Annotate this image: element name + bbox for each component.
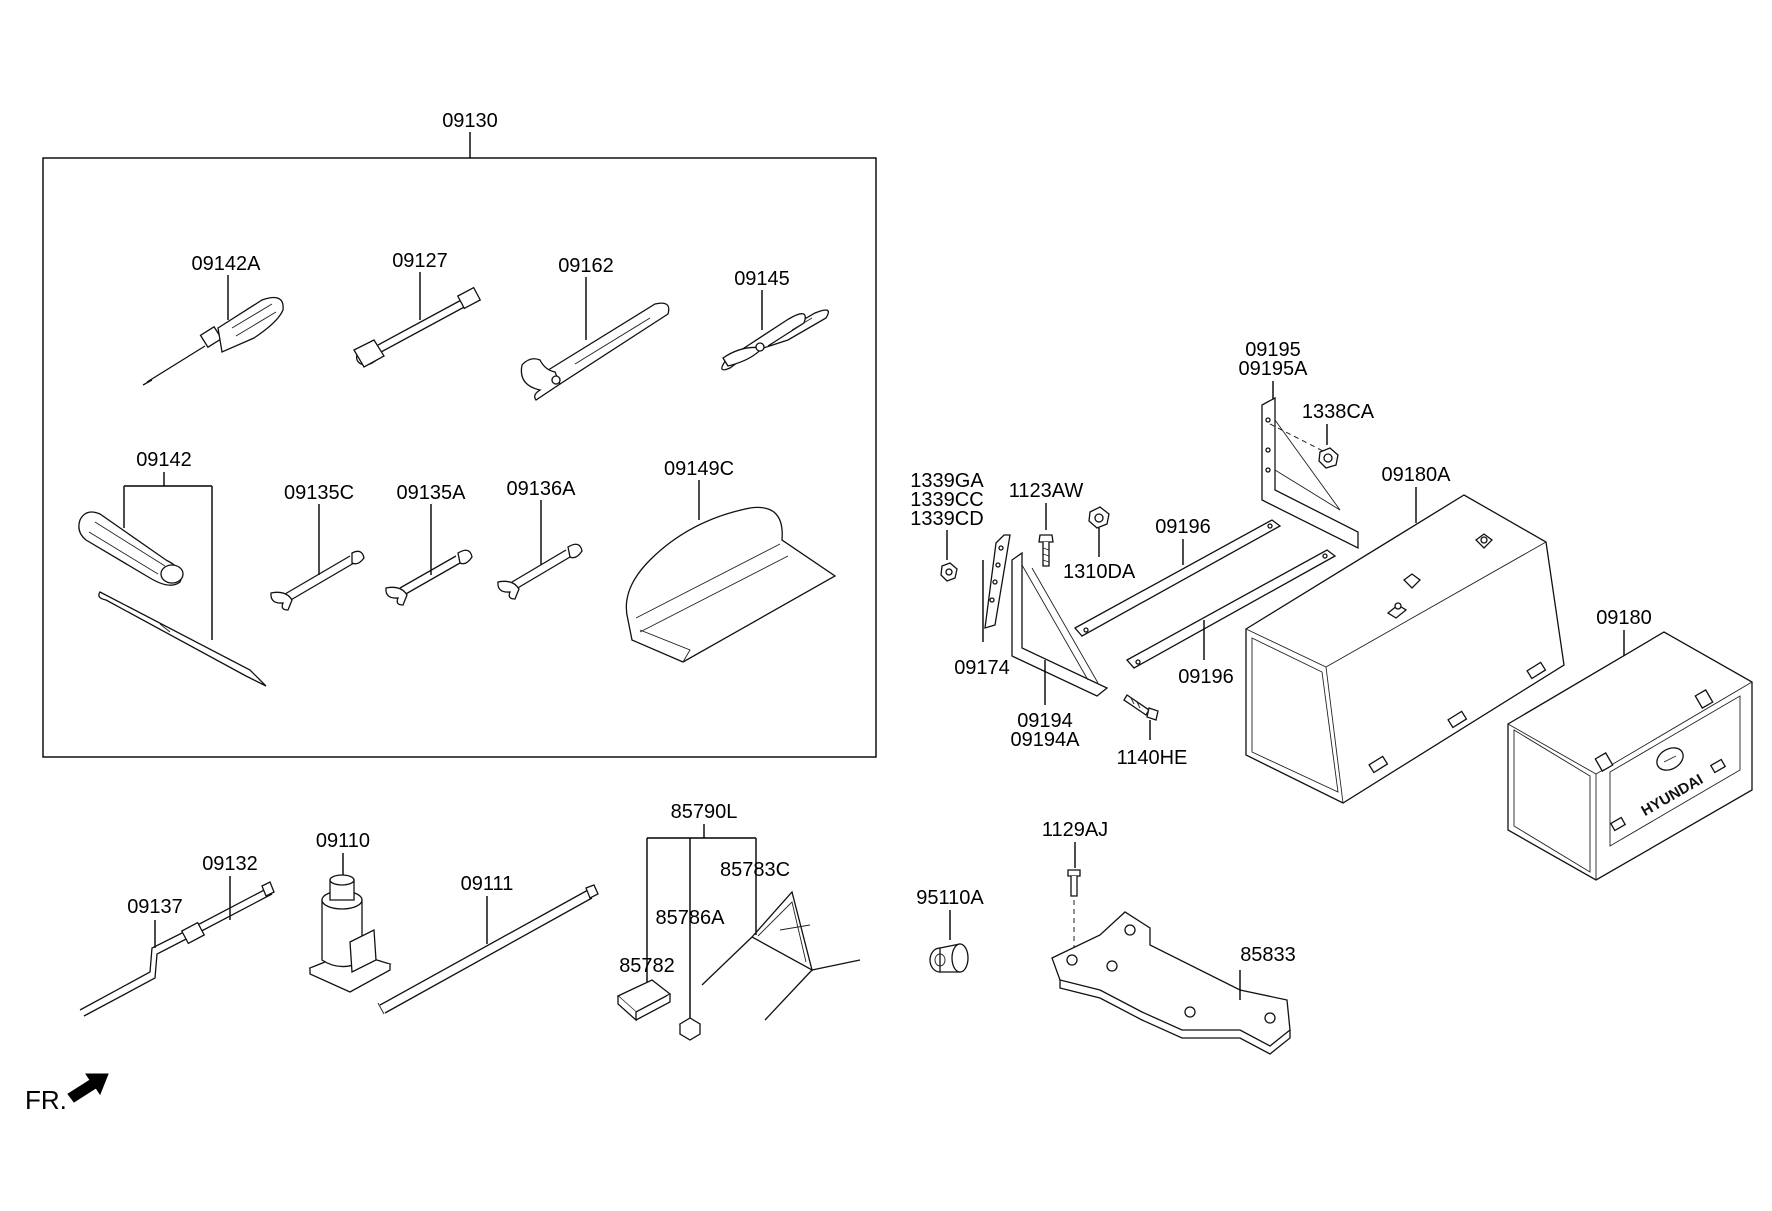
label-09195A: 09195A (1239, 358, 1309, 380)
label-09162: 09162 (558, 255, 614, 277)
bolt-1123AW-drawing: 1123AW (1009, 480, 1084, 567)
spanner-09136A-drawing: 09136A (497, 478, 583, 600)
front-arrow-icon (67, 1073, 109, 1103)
label-09149C: 09149C (664, 458, 734, 480)
pliers-drawing: 09145 (721, 268, 829, 371)
warning-triangle-set-drawing: 85790L 85783C 85786A 85782 (616, 801, 861, 1041)
socket-wrench-drawing: 09127 (353, 250, 482, 368)
label-1339CC: 1339CC (910, 489, 983, 511)
label-09195: 09195 (1245, 339, 1301, 361)
label-09145: 09145 (734, 268, 790, 290)
label-09142A: 09142A (192, 253, 262, 275)
adjustable-wrench-drawing: 09162 (520, 255, 670, 401)
label-1338CA: 1338CA (1302, 401, 1375, 423)
label-95110A: 95110A (916, 887, 984, 909)
label-09180: 09180 (1596, 607, 1652, 629)
label-85786A: 85786A (656, 907, 726, 929)
label-09136A: 09136A (507, 478, 577, 500)
label-85783C: 85783C (720, 859, 790, 881)
label-09194A: 09194A (1011, 729, 1081, 751)
tool-box-small-drawing: 09180 HYUNDAI (1507, 607, 1753, 881)
label-1339CD: 1339CD (910, 508, 983, 530)
label-09127: 09127 (392, 250, 448, 272)
label-85782: 85782 (619, 955, 675, 977)
label-85790L: 85790L (671, 801, 738, 823)
bolt-1140HE-drawing: 1140HE (1117, 694, 1188, 769)
label-1310DA: 1310DA (1063, 561, 1136, 583)
spanner-09135C-drawing: 09135C (270, 482, 365, 611)
jack-handle-drawing: 09132 09137 (79, 853, 275, 1017)
bracket-plate-09174-drawing: 09174 (954, 534, 1011, 679)
screwdriver-set-drawing: 09142 (78, 449, 267, 687)
support-bar-lower-drawing: 09196 (1125, 549, 1337, 688)
label-09142: 09142 (136, 449, 192, 471)
label-1129AJ: 1129AJ (1042, 819, 1108, 841)
label-1339GA: 1339GA (910, 470, 984, 492)
label-09194: 09194 (1017, 710, 1073, 732)
nut-1338CA-drawing: 1338CA (1269, 401, 1375, 469)
label-1140HE: 1140HE (1117, 747, 1188, 769)
label-85833: 85833 (1240, 944, 1296, 966)
label-09174: 09174 (954, 657, 1010, 679)
label-1123AW: 1123AW (1009, 480, 1084, 502)
nut-1339-drawing: 1339GA 1339CC 1339CD (910, 470, 984, 582)
front-direction-marker: FR. (25, 1073, 109, 1115)
lower-bracket-09194-drawing: 09194 09194A (1011, 551, 1109, 751)
mounting-bracket-85833-drawing: 1129AJ 85833 (1042, 819, 1296, 1055)
label-09196-upper: 09196 (1155, 516, 1211, 538)
tool-bag-drawing: 09149C (625, 458, 837, 663)
label-09132: 09132 (202, 853, 258, 875)
top-bracket-09195-drawing: 09195 09195A (1239, 339, 1359, 550)
label-09137: 09137 (127, 896, 183, 918)
extension-bar-drawing: 09111 (377, 873, 599, 1015)
label-09130: 09130 (442, 110, 498, 132)
label-09135C: 09135C (284, 482, 354, 504)
nut-1310DA-drawing: 1310DA (1063, 506, 1136, 583)
bottle-jack-drawing: 09110 (308, 830, 392, 993)
label-09180A: 09180A (1382, 464, 1452, 486)
label-09110: 09110 (316, 830, 370, 852)
tool-kit-frame: 09130 (42, 110, 877, 758)
label-09135A: 09135A (397, 482, 467, 504)
connector-95110A-drawing: 95110A (916, 887, 984, 973)
spanner-09135A-drawing: 09135A (385, 482, 473, 606)
screwdriver-flat-drawing: 09142A (142, 253, 284, 386)
front-direction-label: FR. (25, 1085, 67, 1115)
label-09196-lower: 09196 (1178, 666, 1234, 688)
label-09111: 09111 (461, 873, 514, 895)
tool-box-large-drawing: 09180A (1245, 464, 1565, 804)
support-bar-upper-drawing: 09196 (1073, 516, 1282, 637)
